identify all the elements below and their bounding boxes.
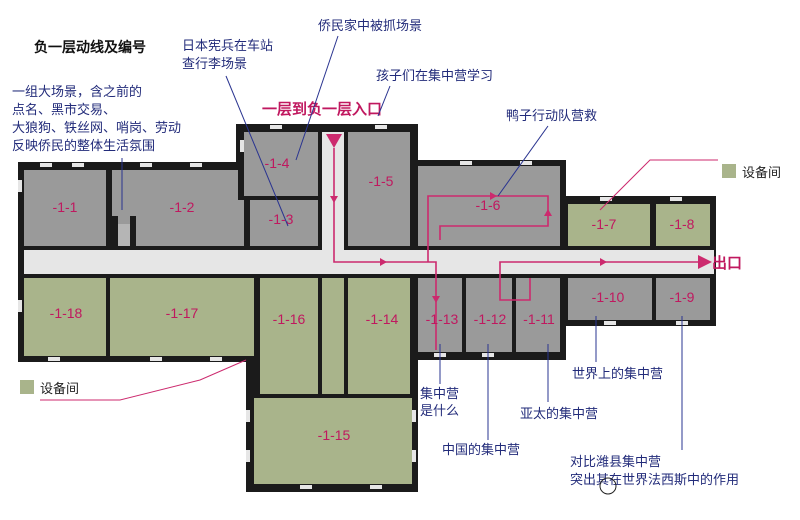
room-1-7-shape (568, 204, 650, 246)
room-1-16b-shape (322, 278, 344, 394)
annotation-asia: 亚太的集中营 (520, 406, 598, 422)
page-title: 负一层动线及编号 (34, 39, 146, 56)
room-1-13-shape (418, 278, 462, 352)
route-lower (499, 278, 531, 301)
room-label-1-3: -1-3 (269, 211, 294, 227)
room-label-1-10: -1-10 (592, 289, 625, 305)
room-labels: -1-1 -1-2 -1-4 -1-3 -1-5 -1-6 -1-7 -1-8 … (50, 155, 695, 443)
legend-swatch-equipment (722, 164, 736, 178)
exit-label: 出口 (712, 254, 742, 272)
room-1-9-shape (656, 278, 710, 320)
leader-lines (121, 35, 683, 450)
annotation-weixian-line2: 突出其在世界法西斯中的作用 (570, 472, 739, 488)
room-label-1-16: -1-16 (273, 311, 306, 327)
room-label-1-4: -1-4 (265, 155, 290, 171)
annotation-japan-line1: 日本宪兵在车站 (182, 38, 273, 54)
room-1-10-shape (568, 278, 652, 320)
annotation-search: 侨民家中被抓场景 (318, 18, 422, 34)
pin-icon (599, 477, 617, 495)
room-label-1-9: -1-9 (670, 289, 695, 305)
room-1-18-shape (24, 278, 106, 356)
room-1-16-shape (260, 278, 318, 394)
annotation-what-line2: 是什么 (420, 404, 459, 419)
room-1-4-shape (244, 132, 318, 196)
annotation-japan-line2: 查行李场景 (182, 57, 247, 72)
annotation-group-line3: 大狼狗、铁丝网、哨岗、劳动 (12, 120, 181, 136)
room-label-1-1: -1-1 (53, 199, 78, 215)
annotations: 一组大场景，含之前的 点名、黑市交易、 大狼狗、铁丝网、哨岗、劳动 反映侨民的整… (12, 18, 739, 488)
room-1-8-shape (656, 204, 710, 246)
room-1-6-shape (418, 166, 560, 246)
room-label-1-18: -1-18 (50, 305, 83, 321)
route-main (333, 148, 437, 350)
annotation-children: 孩子们在集中营学习 (376, 68, 493, 84)
annotation-group-line1: 一组大场景，含之前的 (12, 84, 142, 100)
exit-arrow (698, 255, 712, 269)
room-label-1-14: -1-14 (366, 311, 399, 327)
green-rooms (24, 204, 710, 484)
room-label-1-15: -1-15 (318, 427, 351, 443)
room-1-14-shape (348, 278, 410, 394)
annotation-rescue: 鸭子行动队营救 (506, 108, 597, 124)
leader-lines-alt (40, 159, 718, 401)
room-1-17-shape (110, 278, 254, 356)
legend-equipment-label: 设备间 (742, 165, 781, 181)
annotation-china: 中国的集中营 (442, 442, 520, 458)
annotation-group-line4: 反映侨民的整体生活氛围 (12, 138, 155, 154)
annotation-world: 世界上的集中营 (572, 366, 663, 382)
room-1-11-shape (516, 278, 560, 352)
room-1-1-shape (24, 170, 106, 246)
annotation-weixian-line1: 对比潍县集中营 (570, 454, 661, 470)
room-label-1-7: -1-7 (592, 216, 617, 232)
room-label-1-13: -1-13 (426, 311, 459, 327)
legend-swatch-equipment-bottom (20, 380, 34, 394)
room-label-1-11: -1-11 (523, 311, 555, 327)
room-label-1-6: -1-6 (476, 197, 501, 213)
route-exit (499, 261, 700, 290)
room-1-2-ext (238, 200, 244, 246)
entrance-label: 一层到负一层入口 (262, 100, 382, 118)
room-1-15-shape (254, 398, 412, 484)
entrance-arrow (326, 134, 342, 148)
room-1-3-shape (250, 200, 318, 246)
annotation-group-line2: 点名、黑市交易、 (12, 102, 116, 118)
route-arrows (326, 134, 712, 303)
room-label-1-17: -1-17 (166, 305, 199, 321)
legend-equipment-bottom-label: 设备间 (40, 381, 79, 397)
windows (18, 125, 688, 489)
room-label-1-12: -1-12 (474, 311, 507, 327)
corridor-vertical (322, 132, 344, 252)
room-1-5-shape (348, 132, 410, 246)
room-label-1-5: -1-5 (369, 173, 394, 189)
room-1-12-shape (466, 278, 512, 352)
room-label-1-2: -1-2 (170, 199, 195, 215)
annotation-what-line1: 集中营 (420, 386, 459, 402)
room-label-1-8: -1-8 (670, 216, 695, 232)
